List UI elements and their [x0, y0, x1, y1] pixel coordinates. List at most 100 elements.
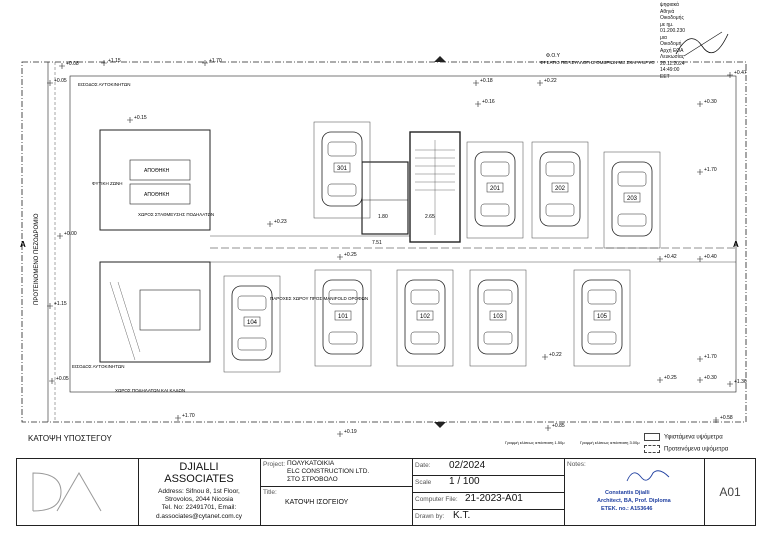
level-value: +1.70: [209, 58, 222, 64]
section-marker-right: A: [733, 240, 739, 249]
level-marker: +1.15: [101, 58, 121, 66]
level-value: +1.36: [734, 379, 747, 385]
level-value: +0.08: [66, 61, 79, 67]
scale-value: 1 / 100: [449, 476, 480, 487]
level-marker: +0.00: [57, 231, 77, 239]
level-marker: +0.85: [545, 423, 565, 431]
file-label: Computer File:: [415, 496, 458, 503]
level-value: +0.00: [64, 231, 77, 237]
stamp-line: Αθηνά: [660, 8, 675, 15]
level-value: +0.05: [54, 78, 67, 84]
property-boundary: [21, 61, 747, 423]
lift-core: [361, 161, 409, 235]
level-marker: +0.15: [127, 115, 147, 123]
legend-swatch-existing: [644, 433, 660, 441]
legend-existing: Υφιστάμενα υψόμετρα: [644, 433, 723, 441]
architect-degree: Architect, BA, Prof. Diploma: [597, 498, 671, 504]
dim-2: 2.65: [425, 214, 435, 220]
drawn-label: Drawn by:: [415, 513, 445, 520]
parking-bay: 102: [396, 269, 454, 367]
notes-label: Notes:: [567, 461, 586, 468]
project-line-1: ΠΟΛΥΚΑΤΟΙΚΙΑ: [287, 460, 335, 467]
date-label: Date:: [415, 462, 431, 469]
stamp-line: 01.200.230: [660, 28, 686, 34]
sheet-cell: A01: [705, 459, 755, 525]
parking-number: 104: [247, 320, 258, 326]
project-line-2: ELC CONSTRUCTION LTD.: [287, 468, 370, 475]
level-marker: +0.22: [542, 352, 562, 360]
level-value: +0.23: [274, 219, 287, 225]
level-marker: +0.19: [337, 429, 357, 437]
parking-bay: 104: [223, 275, 281, 373]
level-marker: +0.30: [697, 375, 717, 383]
parking-bay: 301: [313, 121, 371, 219]
section-marker-left: A: [20, 240, 26, 249]
title-label: Title:: [263, 489, 277, 496]
legend-proposed-text: Προτεινόμενα υψόμετρα: [664, 446, 729, 453]
level-marker: +0.18: [473, 78, 493, 86]
parking-number: 102: [420, 314, 431, 320]
firm-email: d.associates@cytanet.com.cy: [155, 513, 243, 520]
entry-bottom-label: ΕΙΣΟΔΟΣ ΑΥΤΟΚΙΝΗΤΩΝ: [72, 364, 125, 369]
date-value: 02/2024: [449, 460, 486, 471]
level-marker: +1.70: [202, 58, 222, 66]
level-value: +0.47: [734, 70, 747, 76]
stamp-line: Οικοδομή: [660, 41, 682, 47]
level-value: +0.40: [704, 254, 717, 260]
pipes-note: ΠΑΡΟΧΕΣ ΧΩΡΟΥ ΠΡΟΣ MANIFOLD ΟΡΟΦΩΝ: [270, 296, 368, 301]
architect-reg: ETEK. no.: A153646: [601, 506, 653, 512]
level-value: +1.70: [182, 413, 195, 419]
slope-note-1: Γραμμή κλίσεως απόσταση 1.50μ: [505, 440, 565, 445]
firm-name-2: ASSOCIATES: [164, 473, 234, 485]
stamp-line: 20.11.2024: [660, 60, 685, 67]
parking-bay: 203: [603, 151, 661, 249]
signature-mark: [675, 31, 729, 57]
level-marker: +1.36: [727, 379, 747, 387]
level-value: +0.30: [704, 99, 717, 105]
parking-number: 201: [490, 186, 501, 192]
section-arrow-top: [434, 56, 446, 62]
level-marker: +0.16: [475, 99, 495, 107]
level-value: +0.58: [720, 415, 733, 421]
level-value: +0.42: [664, 254, 677, 260]
parking-number: 105: [597, 314, 608, 320]
street-label: ΠΡΟΤΕΙΝΟΜΕΝΟ ΠΕΖΟΔΡΟΜΙΟ: [34, 213, 40, 305]
stamp-line: EET: [660, 73, 670, 80]
parking-number: 203: [627, 196, 638, 202]
level-marker: +1.15: [47, 301, 67, 309]
level-value: +1.70: [704, 354, 717, 360]
drawn-value: K.T.: [453, 510, 471, 521]
storage-label-b: ΑΠΟΘΗΚΗ: [144, 192, 170, 198]
stair-core: [409, 131, 461, 243]
legend-proposed: Προτεινόμενα υψόμετρα: [644, 445, 728, 453]
stamp-line: Αρχή ΕΟΑ: [660, 47, 684, 54]
architect-name: Constantis Djialli: [605, 490, 650, 496]
level-marker: +1.70: [697, 167, 717, 175]
stamp-line: Λευκωσίας: [660, 54, 685, 60]
planting-label: ΦΥΤΙΚΗ ΖΩΝΗ: [92, 181, 123, 186]
level-value: +1.15: [54, 301, 67, 307]
parking-number: 103: [493, 314, 504, 320]
level-value: +1.70: [704, 167, 717, 173]
sheet-number: A01: [719, 485, 741, 499]
level-value: +0.16: [482, 99, 495, 105]
parking-bay: 101: [314, 269, 372, 367]
bike-parking-label: ΧΩΡΟΣ ΣΤΑΘΜΕΥΣΗΣ ΠΟΔΗΛΑΤΩΝ: [138, 212, 214, 217]
entry-top-label: ΕΙΣΟΔΟΣ ΑΥΤΟΚΙΝΗΤΩΝ: [78, 82, 131, 87]
project-label: Project:: [263, 461, 286, 468]
parking-number: 101: [338, 314, 349, 320]
stamp-line: μια: [660, 34, 667, 41]
level-marker: +0.40: [697, 254, 717, 262]
drawing-title: ΚΑΤΟΨΗ ΥΠΟΣΤΕΓΟΥ: [28, 434, 112, 443]
level-marker: +0.58: [713, 415, 733, 423]
level-marker: +0.23: [267, 219, 287, 227]
level-value: +0.25: [664, 375, 677, 381]
stamp-line: με ημ.: [660, 21, 674, 28]
file-value: 21-2023-A01: [465, 493, 523, 504]
firm-address-1: Address: Sifnou 8, 1st Floor,: [158, 488, 240, 495]
level-markers: +0.08 +1.15 +1.70 +0.18 +0.22 +0.47 +0.05 +0.15…: [47, 58, 747, 437]
storage-block-bottom: [99, 261, 211, 363]
